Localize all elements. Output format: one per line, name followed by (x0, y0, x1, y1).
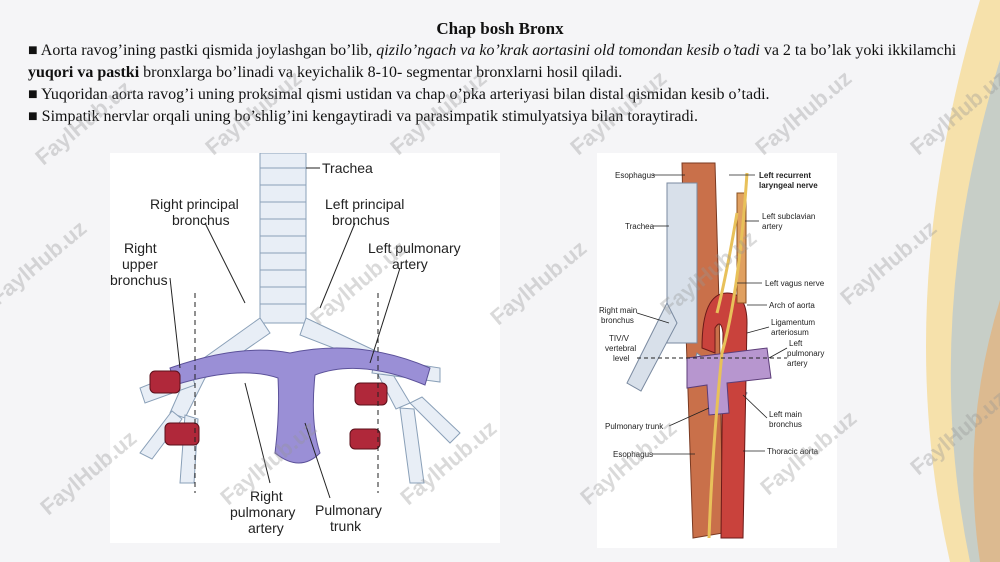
bullet-text: va 2 ta bo’lak yoki ikkilamchi (759, 42, 957, 59)
label-left-principal-2: bronchus (332, 212, 390, 228)
bullet-text: yuqori va pastki (28, 64, 140, 81)
label-ligamentum-2: arteriosum (771, 328, 809, 337)
label-left-main-2: bronchus (769, 420, 802, 429)
label-right-principal-1: Right principal (150, 196, 239, 212)
label-left-pulmonary-c: artery (787, 359, 807, 368)
label-left-main-1: Left main (769, 410, 802, 419)
label-pulmonary-trunk-1: Pulmonary (315, 502, 382, 518)
label-left-subclavian-2: artery (762, 222, 782, 231)
label-left-vagus: Left vagus nerve (765, 279, 825, 288)
bullet-text: Aorta ravog’ining pastki qismida joylash… (37, 42, 377, 59)
bullet-text: Yuqoridan aorta ravog’i uning proksimal … (37, 86, 770, 103)
bullet-item: ■ Yuqoridan aorta ravog’i uning proksima… (28, 84, 978, 106)
label-arch-aorta: Arch of aorta (769, 301, 815, 310)
bullet-marker: ■ (28, 108, 38, 125)
label-right-pulmonary-1: Right (250, 488, 283, 504)
slide-title: Chap bosh Bronx (436, 19, 564, 38)
label-pulmonary-trunk-2: Pulmonary trunk (605, 422, 664, 431)
label-right-main-1: Right main (599, 306, 637, 315)
label-left-pulmonary-b: pulmonary (787, 349, 824, 358)
bullet-text: Simpatik nervlar orqali uning bo’shlig’i… (37, 108, 698, 125)
label-thoracic-aorta: Thoracic aorta (767, 447, 819, 456)
label-ligamentum-1: Ligamentum (771, 318, 815, 327)
label-left-subclavian-1: Left subclavian (762, 212, 815, 221)
label-left-pulmonary-2: artery (392, 256, 428, 272)
bullet-marker: ■ (28, 86, 38, 103)
bronchi-diagram: Trachea Right principal bronchus Left pr… (110, 152, 500, 543)
label-left-pulmonary-a: Left (789, 339, 803, 348)
label-right-upper-2: upper (122, 256, 158, 272)
pulmonary-artery-shape (169, 347, 431, 464)
label-trachea-2: Trachea (625, 222, 655, 231)
label-left-pulmonary-1: Left pulmonary (368, 240, 461, 256)
label-tiv-2: vertebral (605, 344, 636, 353)
label-right-main-2: bronchus (601, 316, 634, 325)
red-artery-segments (149, 370, 388, 450)
label-esophagus-bottom: Esophagus (613, 450, 653, 459)
trachea-shape (259, 152, 307, 324)
aorta-esophagus-diagram: Esophagus Left recurrent laryngeal nerve… (597, 153, 837, 548)
label-left-principal-1: Left principal (325, 196, 404, 212)
bullet-marker: ■ (28, 42, 38, 59)
label-right-principal-2: bronchus (172, 212, 230, 228)
bullet-item: ■ Aorta ravog’ining pastki qismida joyla… (28, 40, 978, 84)
label-pulmonary-trunk-2: trunk (330, 518, 362, 534)
label-leader-lines-2 (636, 174, 788, 455)
label-right-pulmonary-2: pulmonary (230, 504, 295, 520)
label-right-pulmonary-3: artery (248, 520, 284, 536)
label-trachea: Trachea (322, 160, 373, 176)
label-esophagus-top: Esophagus (615, 171, 655, 180)
label-tiv-3: level (613, 354, 630, 363)
label-right-upper-3: bronchus (110, 272, 168, 288)
bullet-list: ■ Aorta ravog’ining pastki qismida joyla… (28, 40, 978, 128)
decorative-corner-shapes (926, 0, 1000, 562)
bullet-item: ■ Simpatik nervlar orqali uning bo’shlig… (28, 106, 978, 128)
bullet-text: bronxlarga bo’linadi va keyichalik 8-10-… (139, 64, 623, 81)
label-left-recurrent-2: laryngeal nerve (759, 181, 818, 190)
label-right-upper-1: Right (124, 240, 157, 256)
label-leader-lines (169, 167, 401, 499)
label-tiv-1: TIV/V (609, 334, 630, 343)
label-left-recurrent-1: Left recurrent (759, 171, 811, 180)
bullet-text: qizilo’ngach va ko’krak aortasini old to… (376, 42, 760, 59)
nerve-shape (707, 172, 749, 539)
dashed-guide-lines (194, 293, 379, 493)
pulmonary-artery-shape-2 (686, 347, 772, 416)
